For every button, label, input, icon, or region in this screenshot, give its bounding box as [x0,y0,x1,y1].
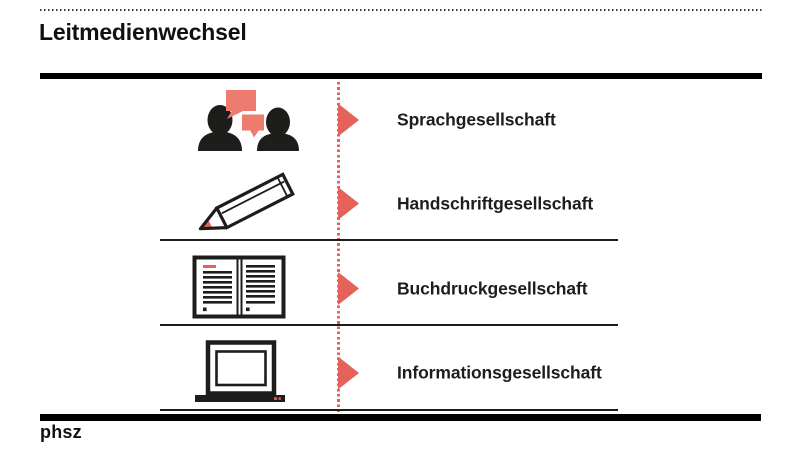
diagram-row-informationsgesellschaft: Informationsgesellschaft [0,331,800,415]
page-title: Leitmedienwechsel [39,19,247,45]
phsz-logo: phsz [40,422,82,442]
diagram-row-buchdruckgesellschaft: Buchdruckgesellschaft [0,246,800,331]
row-label: Handschriftgesellschaft [397,193,594,213]
row-divider [160,239,618,241]
row-divider [160,409,618,411]
laptop-icon [192,339,288,410]
diagram-row-sprachgesellschaft: Sprachgesellschaft [0,79,800,161]
row-label: Informationsgesellschaft [397,362,602,383]
chevron-right-icon [338,103,359,137]
row-label: Buchdruckgesellschaft [397,278,588,298]
bottom-rule [40,414,761,421]
open-book-icon [192,255,286,324]
top-dotted-border [40,9,762,11]
top-rule [40,73,762,79]
chevron-right-icon [338,187,359,220]
pencil-icon [190,170,300,245]
media-change-diagram: Sprachgesellschaft Handschriftgese [0,79,800,414]
timeline-dotted-line [337,82,340,412]
chevron-right-icon [338,272,359,305]
diagram-row-handschriftgesellschaft: Handschriftgesellschaft [0,161,800,246]
row-divider [160,324,618,326]
chevron-right-icon [338,356,359,390]
speech-people-icon [180,88,310,163]
row-label: Sprachgesellschaft [397,109,556,130]
